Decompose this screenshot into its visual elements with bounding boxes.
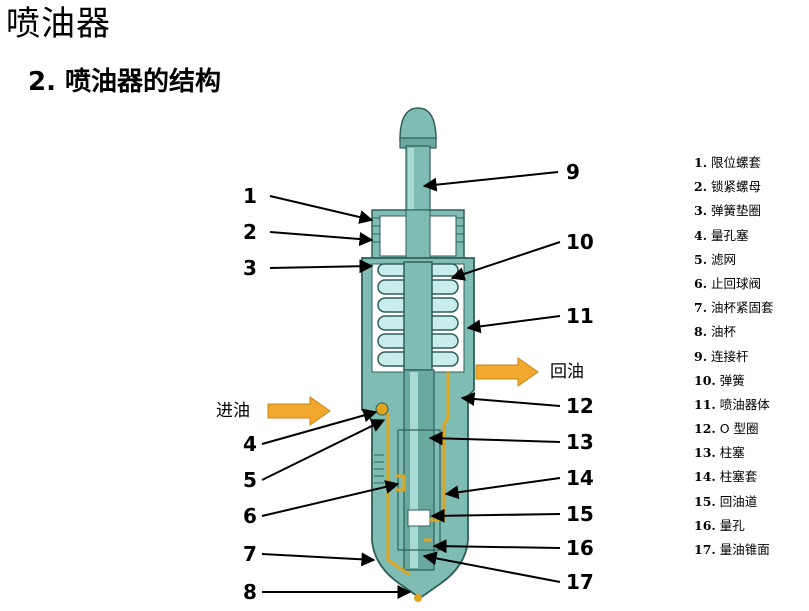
callout-12: 12	[566, 394, 594, 418]
legend-item: 3. 弹簧垫圈	[694, 203, 762, 219]
oil-return-arrow: 回油	[475, 357, 584, 387]
legend-item: 13. 柱塞	[694, 445, 745, 461]
plunger-assembly	[397, 369, 441, 571]
callout-15: 15	[566, 502, 594, 526]
legend-item: 1. 限位螺套	[694, 155, 762, 170]
parts-legend: 1. 限位螺套 2. 锁紧螺母 3. 弹簧垫圈 4. 量孔塞 5. 滤网 6. …	[694, 151, 806, 562]
page-title: 喷油器	[6, 4, 111, 44]
legend-item: 11. 喷油器体	[694, 396, 770, 412]
legend-item: 15. 回油道	[694, 493, 758, 509]
callout-3: 3	[243, 256, 257, 280]
legend-item: 2. 锁紧螺母	[694, 179, 762, 195]
legend-item: 9. 连接杆	[694, 348, 749, 364]
callout-10: 10	[566, 230, 594, 254]
legend-item: 6. 止回球阀	[694, 275, 762, 291]
callout-5: 5	[243, 468, 257, 492]
leader-lines	[261, 171, 561, 599]
callout-17: 17	[566, 570, 594, 594]
callout-8: 8	[243, 580, 257, 604]
callout-9: 9	[566, 160, 580, 184]
callout-1: 1	[243, 184, 257, 208]
legend-item: 16. 量孔	[694, 517, 745, 533]
oil-in-arrow: 进油	[216, 396, 331, 426]
legend-item: 4. 量孔塞	[694, 227, 749, 243]
callout-14: 14	[566, 466, 594, 490]
callout-6: 6	[243, 504, 257, 528]
callout-16: 16	[566, 536, 594, 560]
legend-item: 12. O 型圈	[694, 421, 759, 437]
legend-item: 7. 油杯紧固套	[694, 300, 774, 316]
callout-4: 4	[243, 432, 257, 456]
oil-return-label: 回油	[550, 362, 584, 382]
legend-item: 5. 滤网	[694, 251, 737, 267]
section-subtitle: 2. 喷油器的结构	[28, 67, 222, 97]
callout-13: 13	[566, 430, 594, 454]
spring	[377, 261, 459, 371]
oil-in-label: 进油	[216, 401, 250, 421]
oil-cup-tip	[414, 594, 422, 602]
upper-body	[371, 209, 465, 261]
legend-item: 8. 油杯	[694, 324, 737, 340]
callout-11: 11	[566, 304, 594, 328]
legend-item: 10. 弹簧	[694, 372, 745, 388]
legend-item: 17. 量油锥面	[694, 542, 770, 557]
callout-7: 7	[243, 542, 257, 566]
callout-2: 2	[243, 220, 257, 244]
callout-numbers: 1 2 3 4 5 6 7 8 9 10 11 12 13 14 15 16 1…	[243, 160, 594, 604]
connecting-rod	[399, 107, 437, 227]
legend-item: 14. 柱塞套	[694, 469, 758, 485]
metering-plug	[375, 402, 389, 416]
